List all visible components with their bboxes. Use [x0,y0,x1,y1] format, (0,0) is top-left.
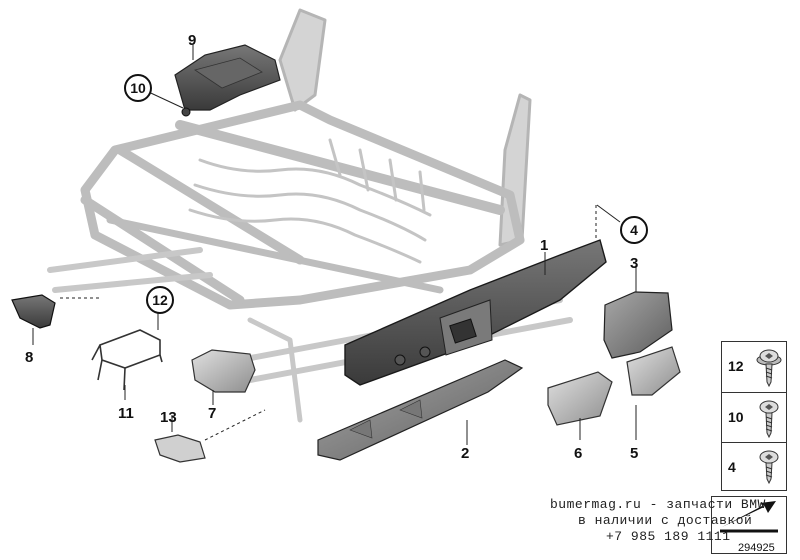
part-3-cover [603,291,673,359]
callout-12: 12 [146,286,174,314]
callout-2: 2 [461,445,470,462]
screw-legend-item: 10 [722,392,786,442]
part-7-knob-cover [191,349,256,393]
diagram-reference-arrow-icon [720,501,778,533]
leader-lines [32,45,637,445]
seat-frame [47,8,573,423]
screw-legend-item: 4 [722,442,786,492]
screw-legend-item: 12 [722,342,786,392]
callout-1: 1 [540,237,549,254]
callout-5: 5 [630,445,639,462]
watermark-line-2: в наличии с доставкой [578,513,753,528]
callout-11: 11 [118,405,134,422]
callout-9: 9 [188,32,197,49]
diagram-number: 294925 [738,542,775,554]
screw-legend-number: 12 [728,358,744,374]
part-11-bracket [91,329,163,391]
part-6-cap [547,371,613,426]
torx-screw-washer-icon [756,349,782,388]
callout-7: 7 [208,405,217,422]
callout-8: 8 [25,349,34,366]
part-2-lower-trim [317,359,524,461]
watermark-line-1: bumermag.ru - запчасти BMW [550,497,766,512]
watermark-line-3: +7 985 189 1111 [606,529,731,544]
callout-13: 13 [160,409,177,426]
diagram-number-box [711,496,787,554]
callout-4: 4 [620,216,648,244]
screw-legend-number: 10 [728,409,744,425]
part-13-clip [154,434,206,463]
part-1-outer-trim-panel [344,239,607,386]
part-9-trim-bracket [174,44,281,117]
callout-3: 3 [630,255,639,272]
callout-6: 6 [574,445,583,462]
callout-10: 10 [124,74,152,102]
torx-screw-icon [759,400,779,439]
screw-legend-panel: 12 10 4 [721,341,787,491]
part-5-cap [626,346,681,396]
torx-screw-short-icon [759,450,779,485]
part-8-end-cap [11,294,56,329]
screw-legend-number: 4 [728,459,736,475]
